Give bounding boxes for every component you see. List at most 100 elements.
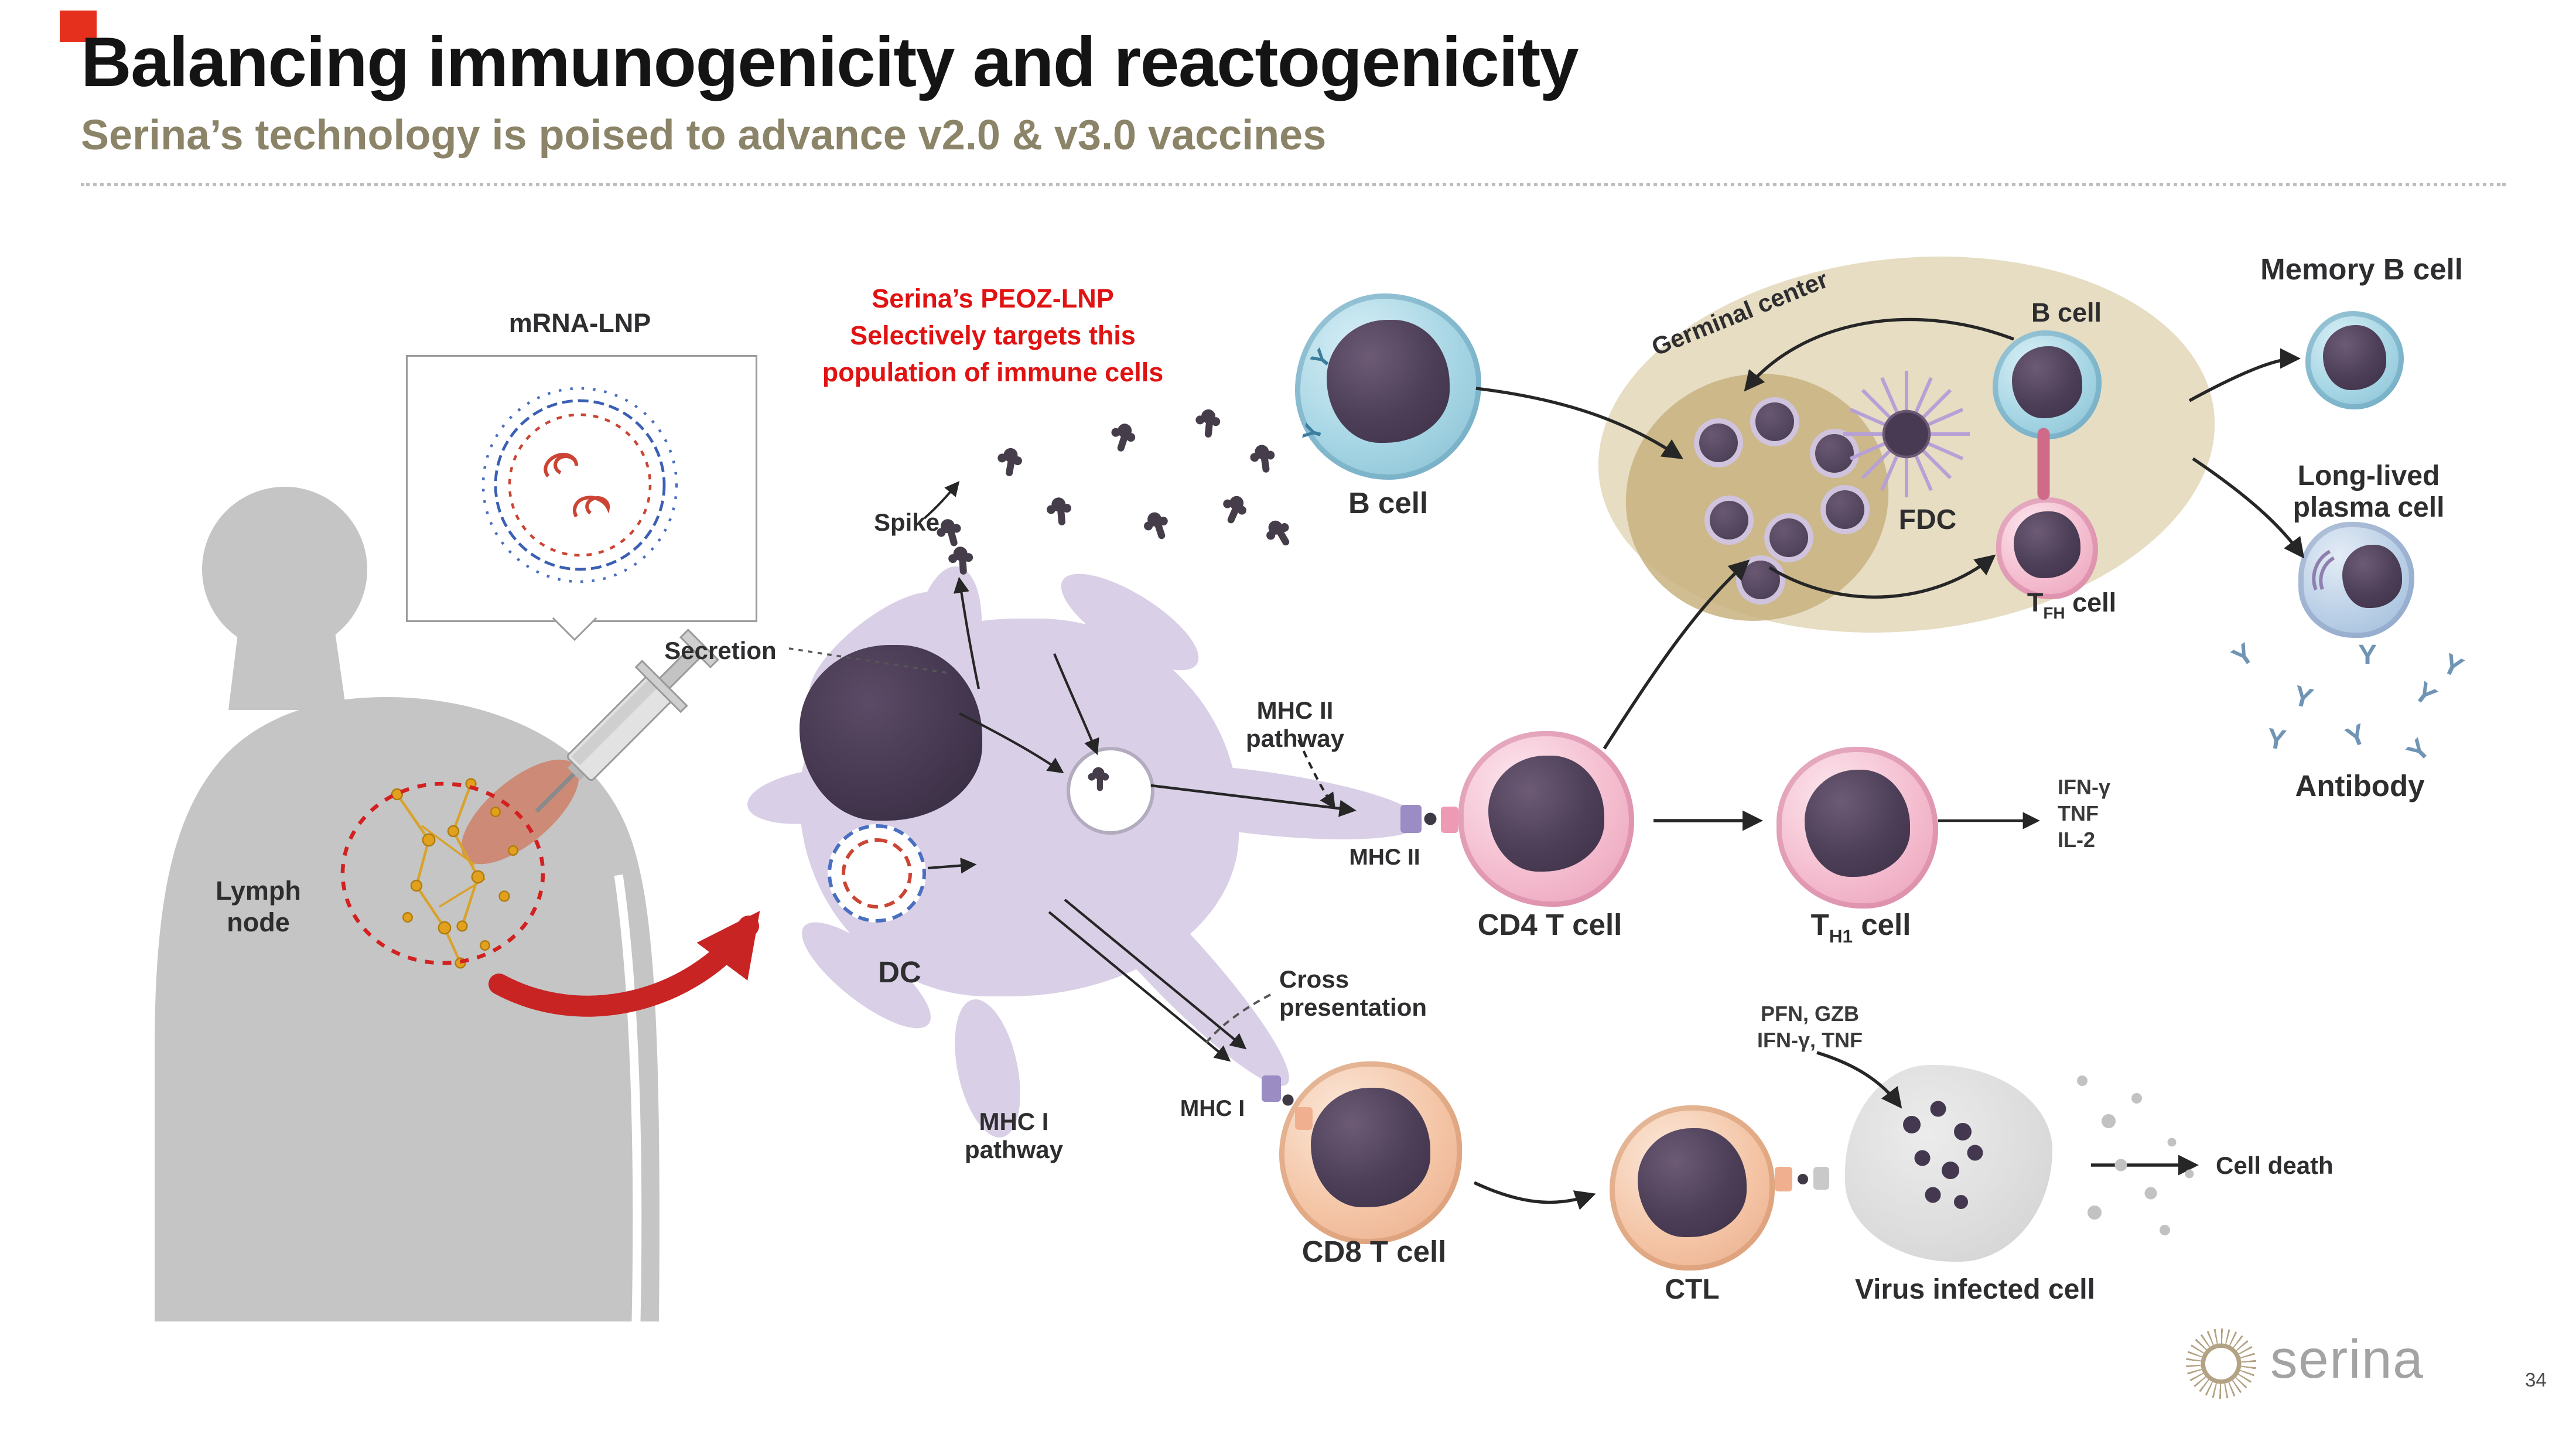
cell-nucleus	[2011, 346, 2083, 418]
b-cell-germinal	[1993, 330, 2102, 439]
label-presentation: presentation	[1279, 993, 1427, 1021]
lymph-vessels	[396, 783, 486, 964]
cell-nucleus	[2322, 325, 2387, 390]
label-pfn-gzb: PFN, GZB	[1761, 1002, 1859, 1026]
cd4-t-cell	[1458, 731, 1634, 907]
callout-line3: population of immune cells	[822, 358, 1164, 388]
label-th1-cell: TH1 cell	[1810, 909, 1911, 948]
virus-infected-cell	[1845, 1065, 2052, 1262]
antibody-icon: Y	[2358, 641, 2377, 671]
page-number: 34	[2525, 1371, 2547, 1392]
antibody-icon: Y	[2437, 649, 2467, 685]
antibody-icon: Y	[2407, 677, 2441, 713]
spike-protein-icon	[1226, 504, 1240, 524]
label-secretion: Secretion	[664, 636, 777, 664]
label-lymph: Lymph	[216, 877, 301, 907]
plasma-cell	[2298, 522, 2414, 638]
label-fdc: FDC	[1898, 506, 1957, 536]
th1-cell	[1776, 747, 1938, 909]
label-mhc1-pathway-2: pathway	[964, 1135, 1064, 1163]
germinal-b-cell	[1815, 434, 1854, 473]
lnp-particle-icon	[481, 387, 678, 583]
serina-logo-icon	[2186, 1329, 2256, 1399]
ctl-cell	[1610, 1105, 1775, 1271]
arrow-gc-to-plasma	[2192, 457, 2305, 559]
germinal-b-cell	[1755, 402, 1794, 441]
cd8-t-cell	[1279, 1061, 1462, 1244]
label-dc: DC	[878, 956, 921, 989]
callout-line1: Serina’s PEOZ-LNP	[872, 285, 1114, 315]
label-ifn-tnf: IFN-γ, TNF	[1757, 1028, 1863, 1053]
label-b-cell-gc: B cell	[2031, 299, 2102, 329]
antibody-icon: Y	[2290, 681, 2316, 716]
cell-nucleus	[1637, 1128, 1747, 1238]
label-cd8-t-cell: CD8 T cell	[1301, 1235, 1447, 1269]
cell-debris-dots	[2077, 1075, 2194, 1235]
tfh-cell	[1996, 497, 2098, 599]
label-cross: Cross	[1279, 965, 1350, 993]
label-ctl: CTL	[1665, 1276, 1720, 1306]
lymph-node-dashed-circle	[340, 781, 545, 965]
cell-nucleus	[2013, 511, 2081, 579]
antibody-icon: Y	[2227, 638, 2260, 674]
dc-nucleus	[800, 645, 982, 821]
label-il2: IL-2	[2058, 828, 2096, 852]
cell-nucleus	[2342, 545, 2403, 609]
germinal-b-cell	[1710, 501, 1748, 539]
label-plasma-cell: plasma cell	[2293, 494, 2445, 524]
label-node: node	[227, 909, 290, 938]
page-title: Balancing immunogenicity and reactogenic…	[81, 25, 1579, 102]
label-spike: Spike	[873, 508, 940, 536]
spike-protein-icon	[946, 527, 958, 547]
label-mhc2-pathway-1: MHC II	[1256, 696, 1334, 724]
page-subtitle: Serina’s technology is poised to advance…	[81, 112, 1327, 160]
dotted-divider	[81, 183, 2506, 186]
germinal-b-cell	[1699, 424, 1738, 462]
label-ifn-gamma: IFN-γ	[2058, 775, 2110, 800]
corner-red-square	[60, 11, 97, 42]
antibody-icon: Y	[2402, 734, 2437, 769]
ctl-virus-synapse	[1775, 1167, 1829, 1191]
arrow-cd8-to-ctl	[1473, 1181, 1596, 1210]
spike-protein-icon	[1057, 506, 1065, 526]
label-tnf: TNF	[2058, 801, 2099, 826]
peoz-lnp-callout: Serina’s PEOZ-LNP Selectively targets th…	[822, 281, 1164, 392]
spike-protein-icon	[1153, 520, 1166, 540]
label-virus-infected-cell: Virus infected cell	[1855, 1276, 2095, 1306]
label-cd4-t-cell: CD4 T cell	[1477, 909, 1622, 942]
dc-internal-lnp	[828, 824, 926, 923]
cell-nucleus	[1803, 769, 1911, 876]
spike-protein-icon	[1005, 456, 1015, 477]
germinal-b-cell	[1826, 490, 1864, 529]
label-b-cell: B cell	[1348, 487, 1429, 520]
label-tfh-cell: TFH cell	[2027, 589, 2117, 622]
label-cell-death: Cell death	[2216, 1151, 2334, 1179]
germinal-b-cell	[1741, 561, 1780, 599]
spike-protein-icon	[1116, 432, 1129, 452]
spike-protein-icon	[1093, 767, 1104, 791]
label-memory-b-cell: Memory B cell	[2260, 253, 2463, 286]
label-antibody: Antibody	[2295, 770, 2425, 803]
label-mhc1-pathway-1: MHC I	[979, 1107, 1049, 1135]
b-cell-top	[1295, 293, 1481, 480]
antibody-icon: Y	[2264, 725, 2288, 757]
lymph-nodes-dots	[391, 778, 518, 969]
spike-protein-icon	[1275, 527, 1290, 547]
dc-vesicle	[1067, 747, 1154, 835]
memory-b-cell	[2305, 311, 2404, 409]
deltoid-muscle	[461, 759, 579, 865]
arrow-lymph-to-dc	[488, 911, 760, 1017]
cell-nucleus	[1327, 319, 1450, 443]
serina-logo-text: serina	[2270, 1329, 2424, 1390]
label-mhc2-pathway-2: pathway	[1245, 724, 1345, 752]
callout-line2: Selectively targets this	[850, 322, 1136, 351]
spike-protein-icon	[1260, 453, 1269, 473]
label-mhc2: MHC II	[1349, 843, 1420, 870]
cell-nucleus	[1310, 1087, 1431, 1208]
antibody-icon: Y	[2342, 719, 2371, 755]
spike-protein-icon	[958, 555, 966, 575]
label-mrna-lnp: mRNA-LNP	[508, 309, 651, 339]
germinal-b-cell	[1769, 518, 1808, 557]
spike-protein-icon	[1204, 418, 1213, 438]
